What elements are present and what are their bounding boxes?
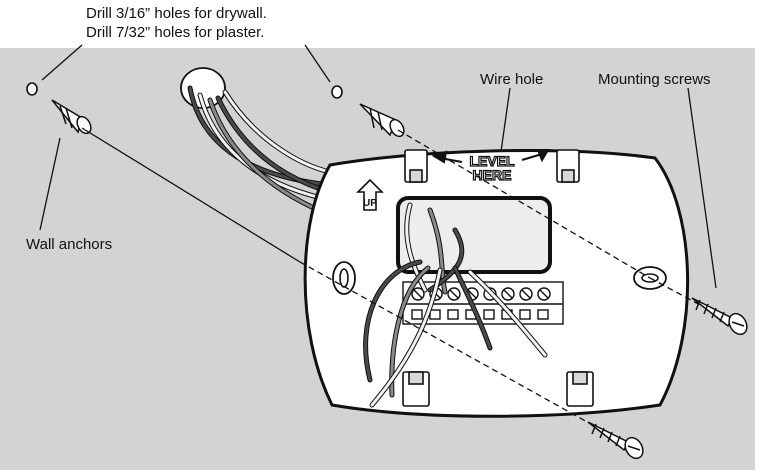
drill-plaster-label: Drill 7/32” holes for plaster.: [86, 24, 265, 41]
drill-holes: [26, 82, 343, 99]
level-here-line1: LEVEL: [469, 153, 515, 169]
drill-drywall-label: Drill 3/16” holes for drywall.: [86, 5, 267, 22]
wall-anchors-label: Wall anchors: [26, 236, 113, 253]
wall-anchor-left: [51, 99, 92, 135]
drill-hole-left: [26, 82, 38, 96]
wire-bundle: [180, 67, 333, 218]
mounting-screws-label: Mounting screws: [598, 71, 711, 88]
wall-anchors-leader: [39, 137, 61, 231]
up-marker: UP: [356, 178, 384, 211]
mounting-screw-bottom: [587, 421, 644, 460]
drill-leader-left: [41, 44, 83, 81]
hole-wires: [363, 202, 548, 408]
bottom-clips: [402, 371, 594, 407]
up-marker-label: UP: [363, 198, 377, 209]
top-clips: [404, 149, 580, 183]
wire-hole-opening: [396, 196, 552, 274]
drill-leader-right: [304, 44, 331, 83]
wire-hole-label: Wire hole: [480, 71, 544, 88]
alignment-lines: [81, 127, 701, 429]
drill-hole-right: [331, 85, 343, 99]
mounting-screws-leader: [687, 87, 717, 289]
mounting-screw-right: [691, 297, 748, 336]
level-here-line2: HERE: [473, 167, 512, 183]
